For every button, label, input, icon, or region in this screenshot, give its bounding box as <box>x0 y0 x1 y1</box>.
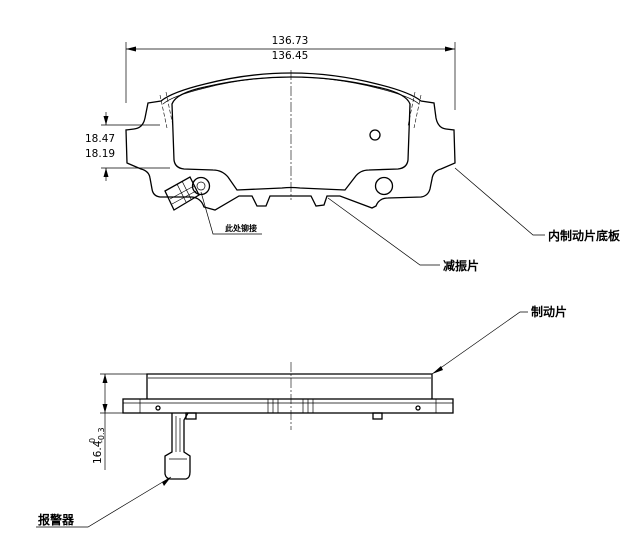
rivet-hole-left <box>191 176 211 196</box>
overall-length-dimension: 136.73 136.45 <box>125 35 456 110</box>
shim-label: 减振片 <box>443 258 479 273</box>
under-plate-tab-right <box>372 412 383 420</box>
inner-backing-plate-label: 内制动片底板 <box>548 228 621 243</box>
brake-pad-label: 制动片 <box>531 304 567 319</box>
wear-indicator-callout: 报警器 <box>36 476 172 528</box>
thickness-upper-tolerance: 0 <box>88 438 97 443</box>
shim-callout: 减振片 <box>327 197 479 273</box>
wear-sensor-clip-top <box>164 176 200 211</box>
side-hole-right <box>415 405 421 411</box>
backing-plate-side <box>122 398 454 414</box>
overall-length-max: 136.73 <box>272 35 309 47</box>
tab-height-max: 18.47 <box>85 133 115 145</box>
tab-height-min: 18.19 <box>85 148 115 160</box>
rivet-hole-left-inner <box>196 181 206 191</box>
overall-length-min: 136.45 <box>272 50 309 62</box>
riveted-here-label: 此处铆接 <box>225 223 257 233</box>
wear-indicator-label: 报警器 <box>38 512 75 527</box>
riveted-here-callout: 此处铆接 <box>200 191 262 235</box>
backing-plate-outline <box>125 72 456 211</box>
side-view-slots <box>267 399 314 413</box>
friction-block-side <box>146 373 433 399</box>
side-hole-left <box>155 405 161 411</box>
brake-pad-callout: 制动片 <box>431 304 567 375</box>
backing-plate-inner-arc <box>162 76 420 105</box>
thickness-dimension: 16.4 0 -0.3 <box>88 373 147 470</box>
chamfer-slots <box>159 91 422 129</box>
thickness-lower-tolerance: -0.3 <box>97 427 106 443</box>
thickness-nominal: 16.4 <box>92 440 104 464</box>
inner-backing-plate-callout: 内制动片底板 <box>454 167 621 243</box>
wear-indicator-side <box>164 412 191 480</box>
mounting-hole-right <box>374 176 394 196</box>
tab-height-dimension: 18.47 18.19 <box>85 112 170 181</box>
mounting-hole-small <box>369 129 381 141</box>
